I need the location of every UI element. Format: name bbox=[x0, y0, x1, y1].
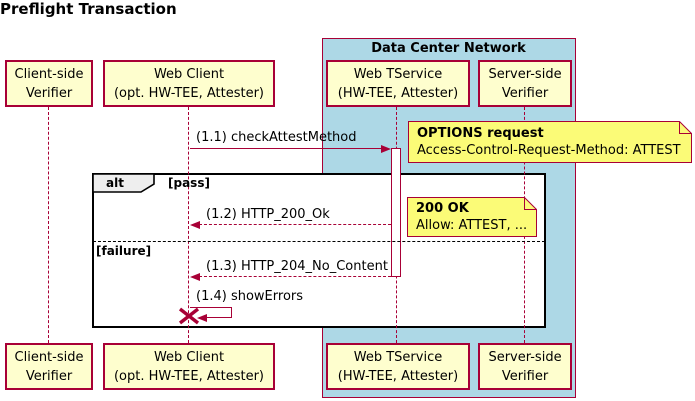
note-body: Access-Control-Request-Method: ATTEST bbox=[417, 143, 681, 158]
message-label-1-2: (1.2) HTTP_200_Ok bbox=[206, 207, 330, 222]
note-title: 200 OK bbox=[416, 201, 469, 216]
participant-name-line1: Server-side bbox=[488, 66, 562, 82]
message-arrowhead-1-2 bbox=[190, 221, 200, 229]
participant-name-line2: Verifier bbox=[25, 85, 73, 101]
lifeline-web-client bbox=[188, 107, 189, 343]
participant-web-tservice-top: Web TService (HW-TEE, Attester) bbox=[326, 60, 470, 107]
participant-name-line1: Web TService bbox=[353, 66, 443, 82]
participant-name-line1: Web TService bbox=[353, 349, 443, 365]
note-200-ok: 200 OK Allow: ATTEST, ... bbox=[407, 197, 537, 237]
message-label-1-1: (1.1) checkAttestMethod bbox=[196, 130, 357, 145]
destroy-x-icon bbox=[178, 307, 200, 325]
participant-name-line2: Verifier bbox=[501, 368, 549, 384]
participant-client-side-verifier-top: Client-side Verifier bbox=[5, 60, 93, 107]
alt-operator-tab bbox=[93, 174, 155, 193]
message-line-1-3 bbox=[199, 276, 391, 277]
participant-name-line2: Verifier bbox=[25, 368, 73, 384]
lifeline-client-side-verifier bbox=[48, 107, 49, 343]
message-line-1-2 bbox=[199, 224, 391, 225]
message-arrowhead-1-3 bbox=[190, 273, 200, 281]
participant-server-side-verifier-bottom: Server-side Verifier bbox=[478, 343, 572, 390]
activation-bar bbox=[391, 148, 401, 277]
participant-name-line1: Server-side bbox=[488, 349, 562, 365]
message-label-1-4: (1.4) showErrors bbox=[196, 289, 304, 304]
alt-divider bbox=[93, 241, 545, 242]
participant-name-line2: (opt. HW-TEE, Attester) bbox=[113, 85, 264, 101]
participant-name-line2: (HW-TEE, Attester) bbox=[337, 85, 459, 101]
note-body: Allow: ATTEST, ... bbox=[416, 218, 528, 233]
message-arrowhead-1-1 bbox=[381, 145, 391, 153]
note-options-request: OPTIONS request Access-Control-Request-M… bbox=[408, 121, 692, 163]
diagram-title: Preflight Transaction bbox=[0, 0, 177, 18]
message-arrowhead-1-4 bbox=[197, 314, 207, 322]
alt-condition-failure: [failure] bbox=[96, 244, 152, 258]
message-line-1-4-side bbox=[231, 307, 232, 318]
participant-name-line1: Web Client bbox=[153, 66, 225, 82]
message-line-1-4-return bbox=[207, 317, 232, 318]
participant-name-line2: (opt. HW-TEE, Attester) bbox=[113, 368, 264, 384]
alt-operator-label: alt bbox=[106, 176, 124, 190]
note-shape bbox=[408, 121, 692, 163]
message-line-1-4-top bbox=[190, 307, 232, 308]
network-box-label: Data Center Network bbox=[371, 41, 526, 56]
participant-web-client-bottom: Web Client (opt. HW-TEE, Attester) bbox=[103, 343, 275, 390]
note-shape bbox=[407, 197, 537, 237]
participant-server-side-verifier-top: Server-side Verifier bbox=[478, 60, 572, 107]
message-line-1-1 bbox=[190, 148, 383, 149]
alt-condition-pass: [pass] bbox=[168, 176, 210, 190]
message-label-1-3: (1.3) HTTP_204_No_Content bbox=[206, 259, 388, 274]
participant-client-side-verifier-bottom: Client-side Verifier bbox=[5, 343, 93, 390]
note-title: OPTIONS request bbox=[417, 126, 544, 141]
participant-name-line1: Web Client bbox=[153, 349, 225, 365]
participant-name-line2: Verifier bbox=[501, 85, 549, 101]
participant-name-line2: (HW-TEE, Attester) bbox=[337, 368, 459, 384]
participant-web-client-top: Web Client (opt. HW-TEE, Attester) bbox=[103, 60, 275, 107]
participant-name-line1: Client-side bbox=[14, 349, 84, 365]
participant-web-tservice-bottom: Web TService (HW-TEE, Attester) bbox=[326, 343, 470, 390]
participant-name-line1: Client-side bbox=[14, 66, 84, 82]
